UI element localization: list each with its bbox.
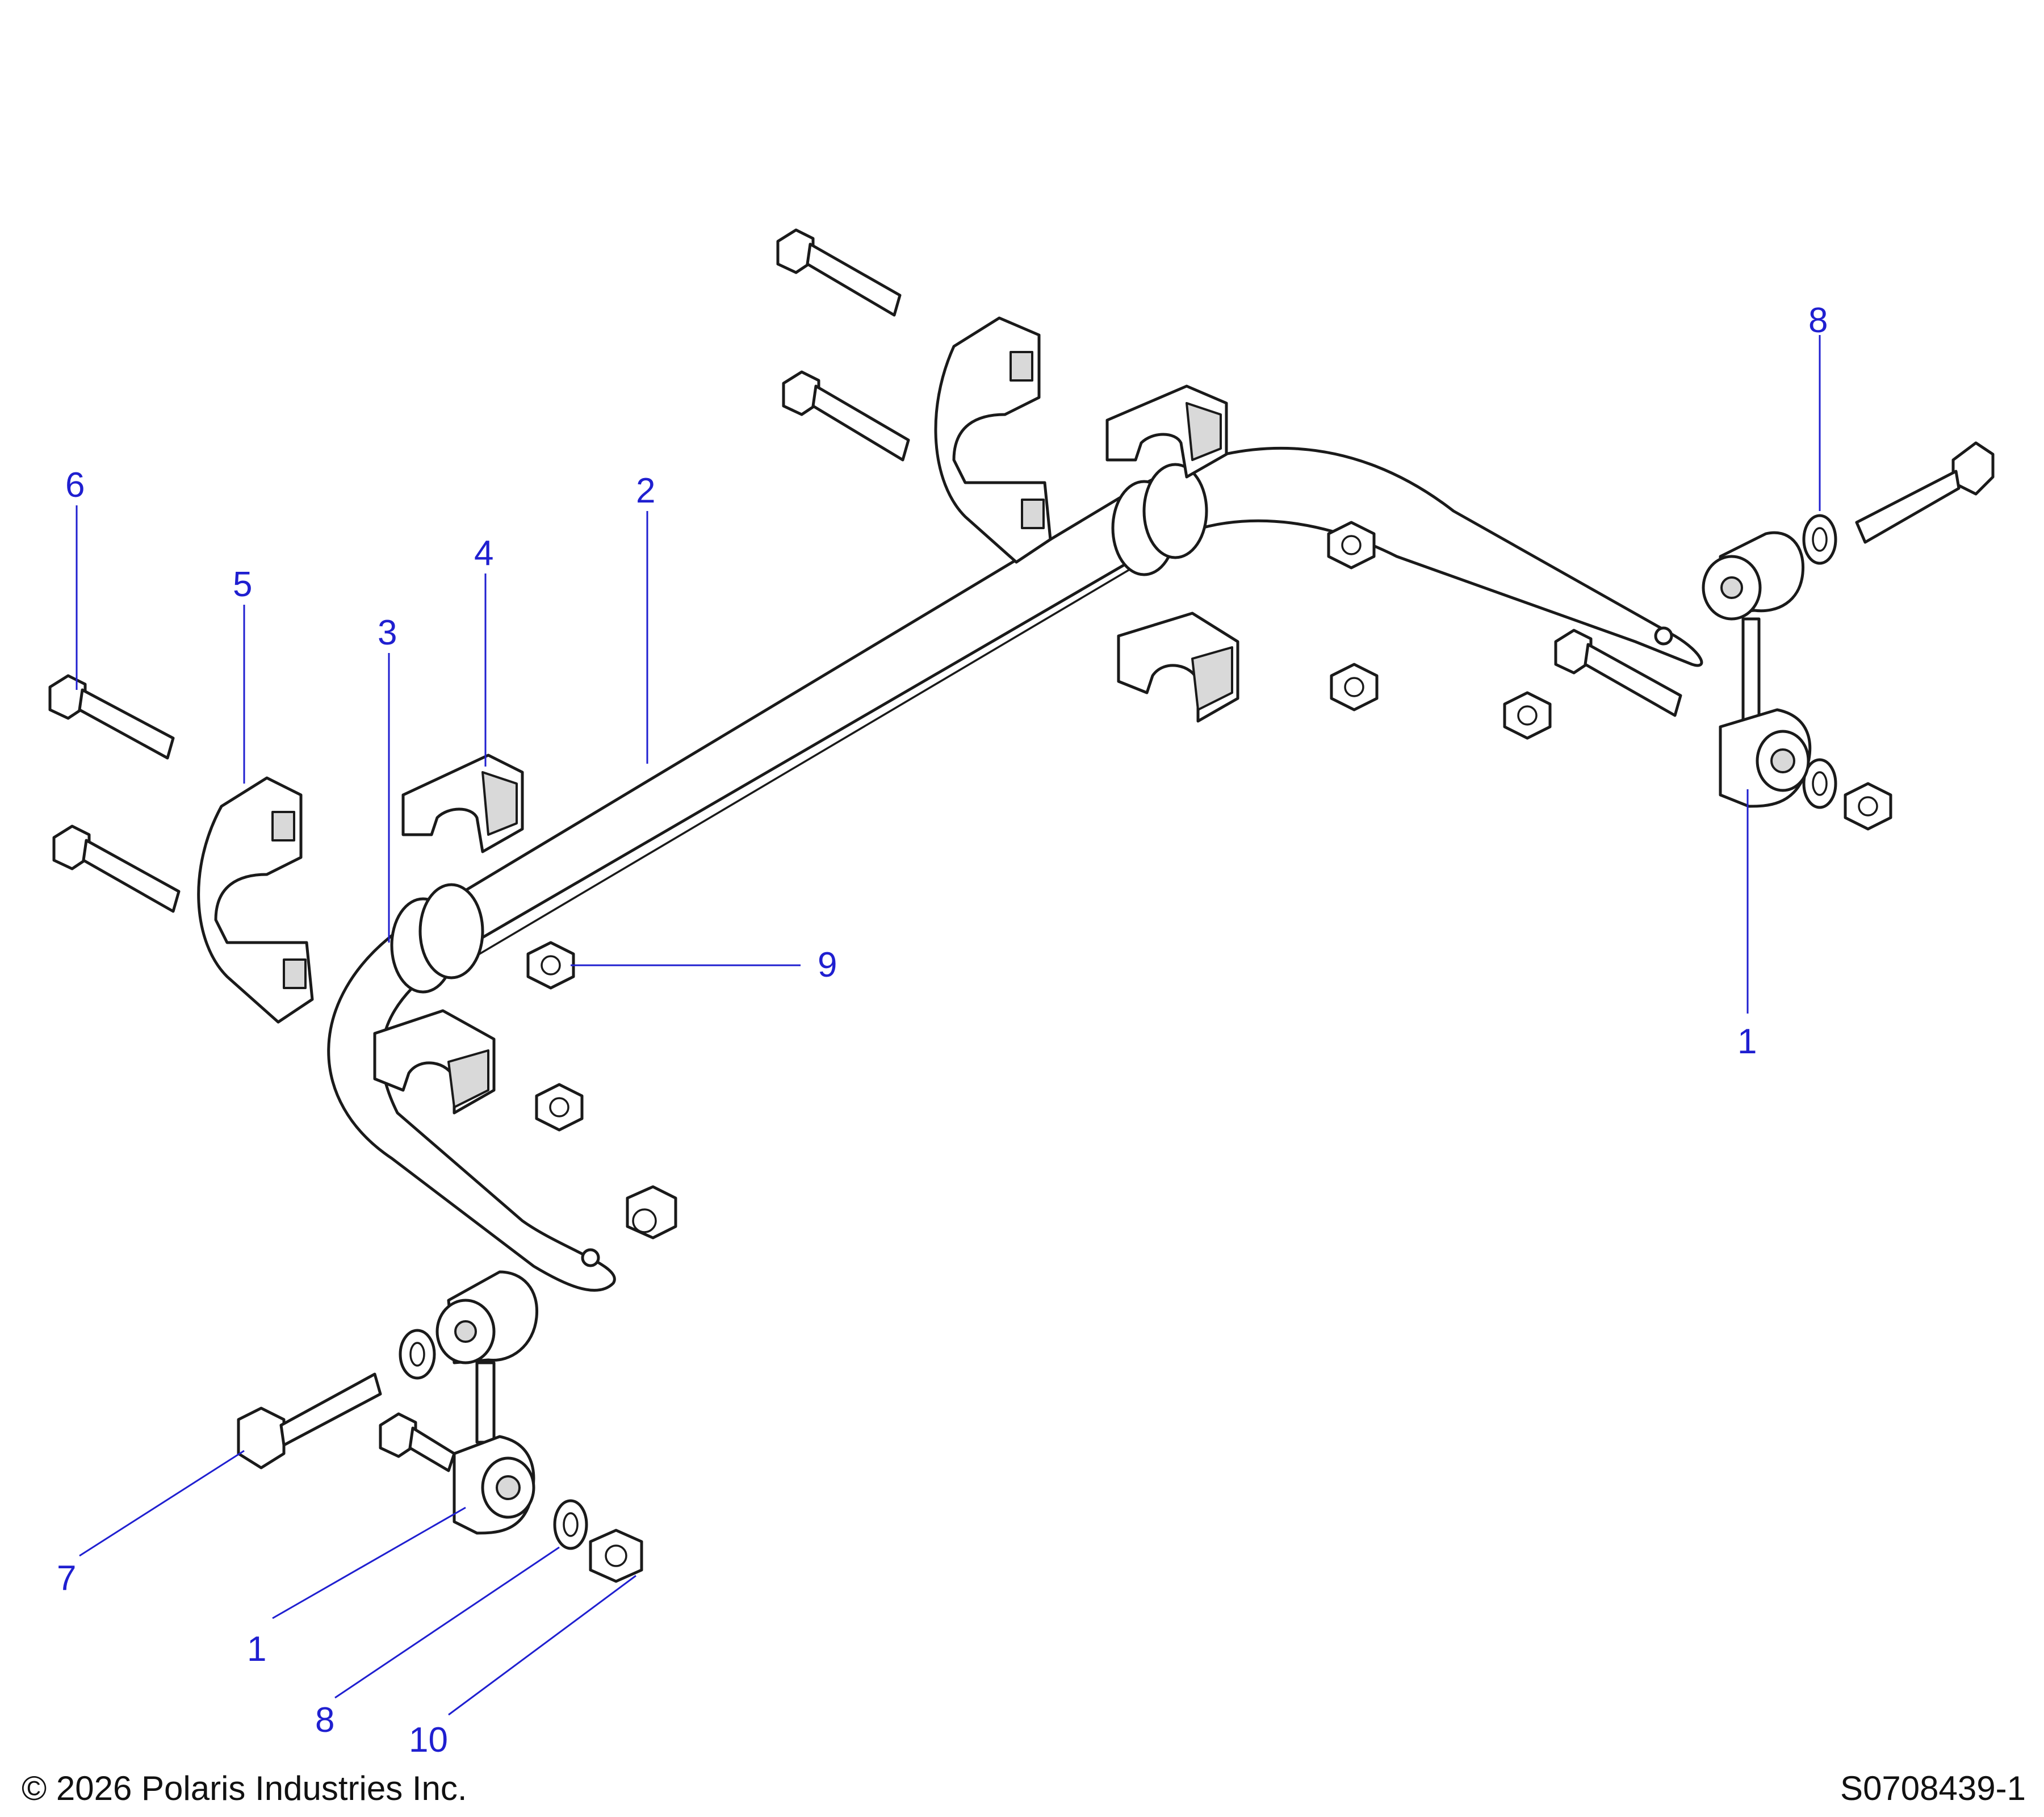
callout-2: 2 — [636, 471, 655, 510]
clamp-right — [934, 316, 1052, 564]
bolt-lower-link-short — [379, 1412, 456, 1472]
nut-right-upper — [1327, 521, 1376, 570]
bushing-upper-right — [1105, 384, 1228, 479]
bushing-upper-left — [401, 753, 524, 853]
clamp-left — [197, 776, 314, 1024]
callout-8-right: 8 — [1808, 301, 1828, 340]
nut-left-end — [626, 1185, 677, 1240]
leader-10 — [448, 1575, 636, 1716]
bolt-right-link — [1855, 441, 1995, 544]
washer-right-upper — [1802, 514, 1837, 565]
bolt-lower-link — [237, 1372, 382, 1469]
bolt-upper-clamp-top — [776, 228, 902, 317]
callout-8-left: 8 — [315, 1701, 334, 1740]
bushing-lower-right — [1117, 612, 1239, 723]
bolt-lower-left — [52, 824, 181, 913]
leader-lines — [76, 335, 1821, 1716]
callout-5: 5 — [233, 565, 252, 604]
leader-8-left — [334, 1546, 560, 1699]
callout-4: 4 — [474, 534, 493, 573]
bolt-upper-left — [48, 674, 175, 760]
bushing-lower-left — [373, 1009, 496, 1115]
callout-10: 10 — [409, 1720, 448, 1760]
callout-9: 9 — [818, 945, 837, 985]
copyright-text: © 2026 Polaris Industries Inc. — [22, 1769, 467, 1807]
nut-10 — [589, 1529, 643, 1583]
callout-7: 7 — [57, 1559, 76, 1598]
stabilizer-link-right — [1702, 531, 1812, 808]
bushing-ring-right — [1111, 463, 1208, 576]
bushing-ring-left — [390, 883, 484, 994]
bolt-upper-clamp-bottom — [782, 370, 910, 462]
bolt-right-lower — [1554, 629, 1682, 717]
callout-6: 6 — [65, 466, 85, 505]
drawing-number: S0708439-1 — [1840, 1769, 2026, 1807]
callout-1-right: 1 — [1737, 1022, 1757, 1061]
nut-right-link-side — [1503, 691, 1552, 740]
stabilizer-bar — [327, 446, 1703, 1292]
washer-right-lower — [1802, 758, 1837, 809]
callout-1-left: 1 — [247, 1630, 266, 1669]
nut-left-mid — [535, 1083, 584, 1132]
washer-left-lower — [553, 1499, 588, 1550]
callout-3: 3 — [378, 613, 397, 652]
nut-right-mid — [1330, 663, 1379, 711]
leader-7 — [79, 1450, 245, 1557]
callout-labels: 1 2 3 4 5 6 7 8 9 1 8 10 — [57, 301, 1828, 1760]
leader-1-left — [272, 1506, 466, 1619]
stabilizer-link-left — [435, 1270, 539, 1535]
nut-right-end — [1844, 782, 1892, 831]
washer-left-upper — [399, 1329, 436, 1380]
nut-9 — [526, 941, 575, 990]
